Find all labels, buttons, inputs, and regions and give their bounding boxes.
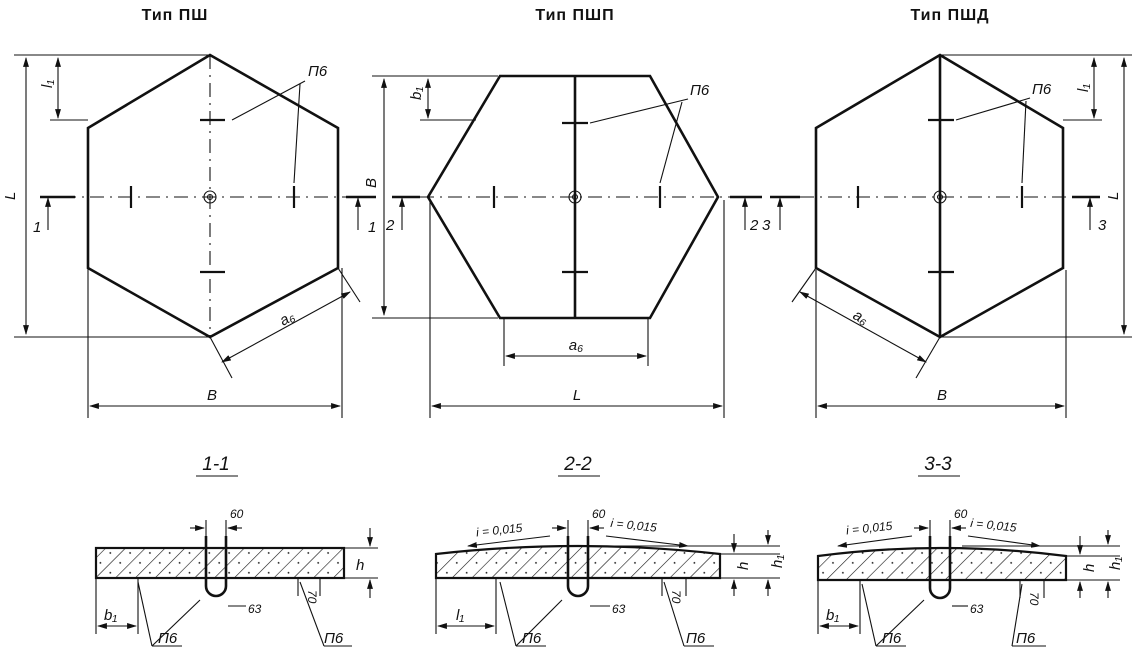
label-p6-right: П6: [686, 630, 706, 647]
slab-section: [816, 546, 1068, 582]
cut-mark-2-left: 2: [385, 217, 395, 234]
dim-a6: a₆: [277, 308, 298, 330]
dim-b1: b₁: [826, 607, 839, 624]
plan-psh: 1 1 L l₁ П6 a₆ B: [2, 53, 376, 418]
type-title-psh: Тип ПШ: [142, 7, 209, 24]
section-1-1: 60 63 h 70 b₁ П6 П6: [94, 507, 378, 647]
dim-l1: l₁: [1075, 84, 1092, 92]
label-p6-left: П6: [522, 630, 542, 647]
slab-section: [434, 544, 722, 580]
dim-B: B: [363, 178, 380, 188]
dim-h: h: [356, 557, 364, 574]
plan-pshp: 2 2 B b₁ П6 a₆ L: [363, 74, 762, 418]
slope-right: i = 0,015: [970, 516, 1018, 535]
dim-70: 70: [305, 590, 319, 604]
dim-l1: l₁: [39, 80, 56, 88]
cut-mark-3-left: 3: [762, 217, 771, 234]
label-p6-right: П6: [324, 630, 344, 647]
cut-mark-2-right: 2: [749, 217, 759, 234]
label-p6: П6: [690, 82, 710, 99]
dim-60: 60: [230, 507, 244, 521]
slab-section: [94, 546, 346, 580]
dim-L: L: [2, 192, 19, 200]
dim-70: 70: [1027, 592, 1041, 606]
dim-h: h: [1081, 564, 1098, 572]
label-p6: П6: [308, 63, 328, 80]
plan-pshd: 3 3 L l₁ П6 a₆ B: [762, 53, 1132, 418]
type-title-pshd: Тип ПШД: [910, 7, 989, 24]
hexagon-outline: [86, 53, 340, 339]
dim-h1: h₁: [1107, 557, 1124, 570]
section-title-1-1: 1-1: [202, 454, 229, 475]
section-title-3-3: 3-3: [924, 454, 952, 475]
dim-63: 63: [970, 602, 984, 616]
dim-L: L: [1105, 192, 1122, 200]
dim-60: 60: [954, 507, 968, 521]
label-p6: П6: [1032, 81, 1052, 98]
slope-left: i = 0,015: [845, 519, 893, 538]
dim-70: 70: [669, 590, 683, 604]
label-p6-left: П6: [158, 630, 178, 647]
type-title-pshp: Тип ПШП: [535, 7, 614, 24]
cut-mark-1-left: 1: [33, 219, 41, 236]
dim-60: 60: [592, 507, 606, 521]
dim-b1: b₁: [104, 607, 117, 624]
dim-h1: h₁: [769, 555, 786, 568]
dim-63: 63: [612, 602, 626, 616]
slope-right: i = 0,015: [610, 516, 658, 535]
section-title-2-2: 2-2: [563, 454, 592, 475]
cut-mark-1-right: 1: [368, 219, 376, 236]
cut-mark-3-right: 3: [1098, 217, 1107, 234]
dim-B: B: [207, 387, 217, 404]
dim-a6: a₆: [850, 307, 871, 329]
dim-l1: l₁: [456, 607, 464, 624]
section-3-3: 60 i = 0,015 i = 0,015 63 h h₁ 70 b₁ П6 …: [816, 507, 1124, 647]
slope-left: i = 0,015: [475, 521, 523, 540]
section-2-2: 60 i = 0,015 i = 0,015 63 h h₁ 70 l₁ П6: [434, 507, 786, 647]
label-p6-left: П6: [882, 630, 902, 647]
dim-a6: a₆: [569, 337, 583, 354]
label-p6-right: П6: [1016, 630, 1036, 647]
dim-L: L: [573, 387, 581, 404]
dim-b1: b₁: [408, 87, 425, 100]
dim-63: 63: [248, 602, 262, 616]
dim-h: h: [735, 562, 752, 570]
dim-B: B: [937, 387, 947, 404]
